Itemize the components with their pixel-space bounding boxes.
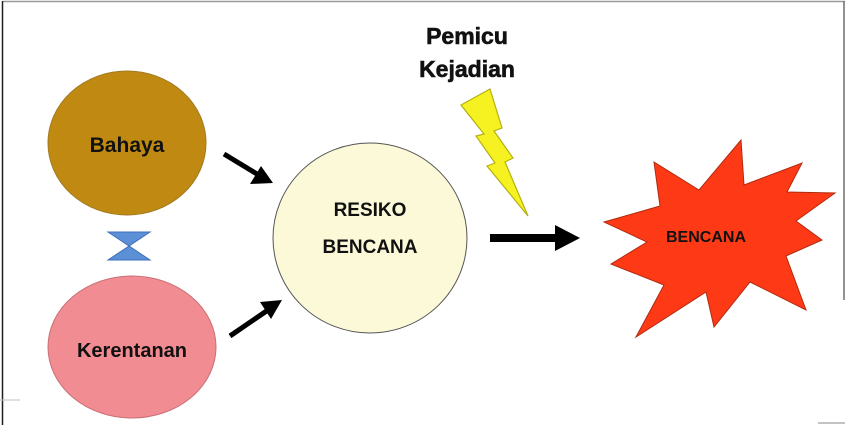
risk-label-line1: RESIKO (334, 200, 407, 221)
trigger-label: Pemicu Kejadian (419, 23, 515, 83)
trigger-label-line2: Kejadian (419, 56, 515, 82)
vulnerability-label: Kerentanan (77, 340, 187, 362)
vulnerability-node: Kerentanan (47, 275, 217, 419)
arrow-risk-to-disaster (490, 225, 580, 251)
risk-node: RESIKO BENCANA (272, 142, 468, 334)
arrow-hazard-to-risk (222, 151, 273, 184)
disaster-node: BENCANA (602, 138, 837, 339)
risk-label-line2: BENCANA (323, 237, 418, 258)
disaster-label: BENCANA (666, 229, 746, 246)
vulnerability-circle (47, 275, 217, 419)
disaster-starburst-icon (602, 138, 837, 339)
risk-circle (272, 142, 468, 334)
arrow-vulnerability-to-risk (228, 300, 282, 339)
lightning-bolt-icon (460, 88, 529, 217)
hourglass-icon (106, 231, 152, 261)
hazard-circle (47, 70, 207, 216)
trigger-label-line1: Pemicu (426, 23, 508, 49)
hazard-label: Bahaya (90, 134, 165, 157)
hazard-node: Bahaya (47, 70, 207, 216)
